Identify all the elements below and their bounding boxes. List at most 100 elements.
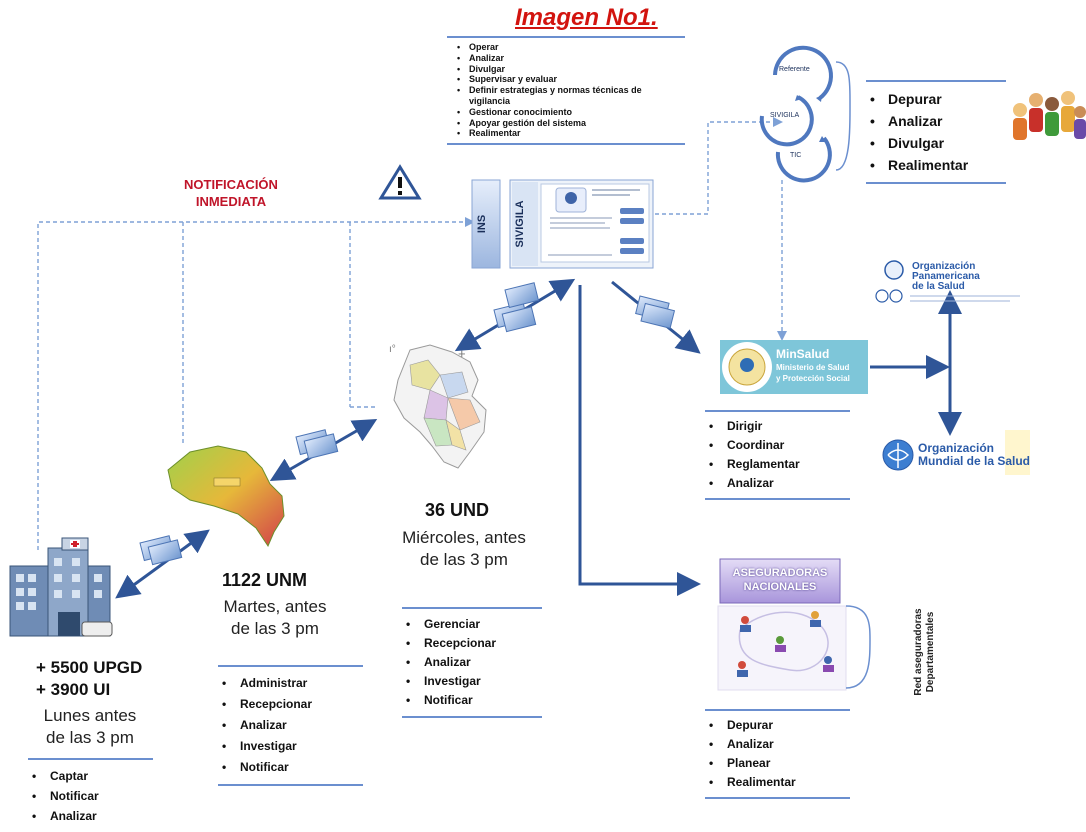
cycle-bracket <box>835 61 851 171</box>
unm-function-item: Analizar <box>218 715 363 736</box>
oms-logo-line1: Organización <box>918 441 995 455</box>
upgd-schedule-line1: Lunes antes <box>43 706 137 725</box>
aseguradoras-label: ASEGURADORAS NACIONALES <box>720 566 840 594</box>
cycle-label-referente: Referente <box>779 66 810 73</box>
aseguradoras-functions-list: Depurar Analizar Planear Realimentar <box>705 716 850 792</box>
red-aseguradoras-line2: Departamentales <box>925 611 936 693</box>
und-schedule-line1: Miércoles, antes <box>402 528 526 547</box>
unm-function-item: Administrar <box>218 673 363 694</box>
unm-schedule: Martes, antes de las 3 pm <box>200 596 350 640</box>
aseguradoras-line1: ASEGURADORAS <box>732 567 828 579</box>
ops-logo-line3: de la Salud <box>912 281 965 292</box>
ins-function-item: Gestionar conocimiento <box>447 107 685 118</box>
hospital-building <box>9 537 113 637</box>
ops-logo-line1: Organización <box>912 261 976 272</box>
colombia-map: ı° + <box>389 344 487 469</box>
unm-count: 1122 UNM <box>222 570 308 590</box>
ins-function-item: Operar <box>447 42 685 53</box>
unm-functions-box: Administrar Recepcionar Analizar Investi… <box>218 665 363 786</box>
referente-functions-list: Depurar Analizar Divulgar Realimentar <box>866 88 1006 176</box>
aseguradoras-functions-box: Depurar Analizar Planear Realimentar <box>705 709 850 799</box>
document-icons <box>139 282 676 566</box>
upgd-schedule: Lunes antes de las 3 pm <box>20 705 160 749</box>
und-functions-box: Gerenciar Recepcionar Analizar Investiga… <box>402 607 542 718</box>
ops-logo-icons <box>875 260 1020 303</box>
cycle-graphic <box>759 45 833 183</box>
referente-function-item: Realimentar <box>866 154 1006 176</box>
ins-panel <box>471 179 654 269</box>
upgd-function-item: Notificar <box>28 786 153 806</box>
ins-function-item: Realimentar <box>447 128 685 139</box>
und-schedule-line2: de las 3 pm <box>420 550 508 569</box>
ins-function-item: Analizar <box>447 53 685 64</box>
minsalud-sub1: Ministerio de Salud <box>776 363 850 372</box>
aseguradoras-function-item: Depurar <box>705 716 850 735</box>
aseguradoras-graphics <box>717 558 847 691</box>
notificacion-line2: INMEDIATA <box>195 194 267 209</box>
referente-function-item: Divulgar <box>866 132 1006 154</box>
minsalud-sub2: y Protección Social <box>776 374 850 383</box>
ins-label: INS <box>476 214 488 234</box>
svg-text:ı°: ı° <box>389 344 396 355</box>
ins-function-item: Divulgar <box>447 64 685 75</box>
cycle-label-sivigila: SIVIGILA <box>770 112 800 119</box>
ins-functions-box: Operar Analizar Divulgar Supervisar y ev… <box>447 36 685 146</box>
department-map <box>167 445 285 548</box>
unm-function-item: Recepcionar <box>218 694 363 715</box>
und-function-item: Analizar <box>402 653 542 672</box>
referente-function-item: Depurar <box>866 88 1006 110</box>
diagram-title: Imagen No1. <box>515 4 658 32</box>
red-aseguradoras-label: Red aseguradoras Departamentales <box>913 597 937 707</box>
minsalud-functions-box: Dirigir Coordinar Reglamentar Analizar <box>705 410 850 500</box>
unm-function-item: Investigar <box>218 736 363 757</box>
upgd-counts: + 5500 UPGD + 3900 UI <box>36 657 142 701</box>
minsalud-banner <box>720 340 868 394</box>
aseguradoras-line2: NACIONALES <box>743 581 817 593</box>
cycle-label-tic: TIC <box>790 152 802 159</box>
aseguradoras-function-item: Realimentar <box>705 773 850 792</box>
notificacion-inmediata-label: NOTIFICACIÓN INMEDIATA <box>171 176 291 210</box>
und-function-item: Recepcionar <box>402 634 542 653</box>
ins-function-item: Apoyar gestión del sistema <box>447 118 685 129</box>
ins-function-item: Supervisar y evaluar <box>447 74 685 85</box>
minsalud-function-item: Coordinar <box>705 436 850 455</box>
aseguradoras-function-item: Planear <box>705 754 850 773</box>
oms-logo-icon <box>882 430 1030 475</box>
upgd-functions-box: Captar Notificar Analizar <box>28 758 153 826</box>
unm-functions-list: Administrar Recepcionar Analizar Investi… <box>218 673 363 778</box>
unm-schedule-line1: Martes, antes <box>223 597 327 616</box>
minsalud-name: MinSalud <box>776 347 830 361</box>
upgd-function-item: Captar <box>28 766 153 786</box>
referente-function-item: Analizar <box>866 110 1006 132</box>
warning-icon <box>378 164 422 200</box>
und-count: 36 UND <box>425 500 490 520</box>
und-function-item: Investigar <box>402 672 542 691</box>
sivigila-label: SIVIGILA <box>514 200 526 248</box>
notificacion-dashed-lines <box>37 117 787 550</box>
unm-function-item: Notificar <box>218 757 363 778</box>
upgd-count2: + 3900 UI <box>36 680 111 699</box>
notificacion-line1: NOTIFICACIÓN <box>184 177 278 192</box>
oms-logo-line2: Mundial de la Salud <box>918 454 1031 468</box>
ops-logo: Organización Panamericana de la Salud <box>912 262 980 292</box>
minsalud-function-item: Dirigir <box>705 417 850 436</box>
aseguradoras-bracket <box>845 605 871 689</box>
und-function-item: Notificar <box>402 691 542 710</box>
red-aseguradoras-line1: Red aseguradoras <box>913 608 924 696</box>
aseguradoras-function-item: Analizar <box>705 735 850 754</box>
minsalud-functions-list: Dirigir Coordinar Reglamentar Analizar <box>705 417 850 493</box>
ins-functions-list: Operar Analizar Divulgar Supervisar y ev… <box>447 42 685 139</box>
oms-logo: Organización Mundial de la Salud <box>918 442 1030 468</box>
ins-function-item: Definir estrategias y normas técnicas de… <box>447 85 669 107</box>
ops-logo-line2: Panamericana <box>912 271 980 282</box>
diagram-title-text: Imagen No1 <box>515 4 652 31</box>
minsalud-function-item: Analizar <box>705 474 850 493</box>
upgd-schedule-line2: de las 3 pm <box>46 728 134 747</box>
und-function-item: Gerenciar <box>402 615 542 634</box>
und-schedule: Miércoles, antes de las 3 pm <box>384 527 544 571</box>
people-illustration <box>1013 91 1086 140</box>
upgd-function-item: Analizar <box>28 806 153 826</box>
minsalud-function-item: Reglamentar <box>705 455 850 474</box>
minsalud-logo: MinSalud Ministerio de Salud y Protecció… <box>776 346 850 384</box>
